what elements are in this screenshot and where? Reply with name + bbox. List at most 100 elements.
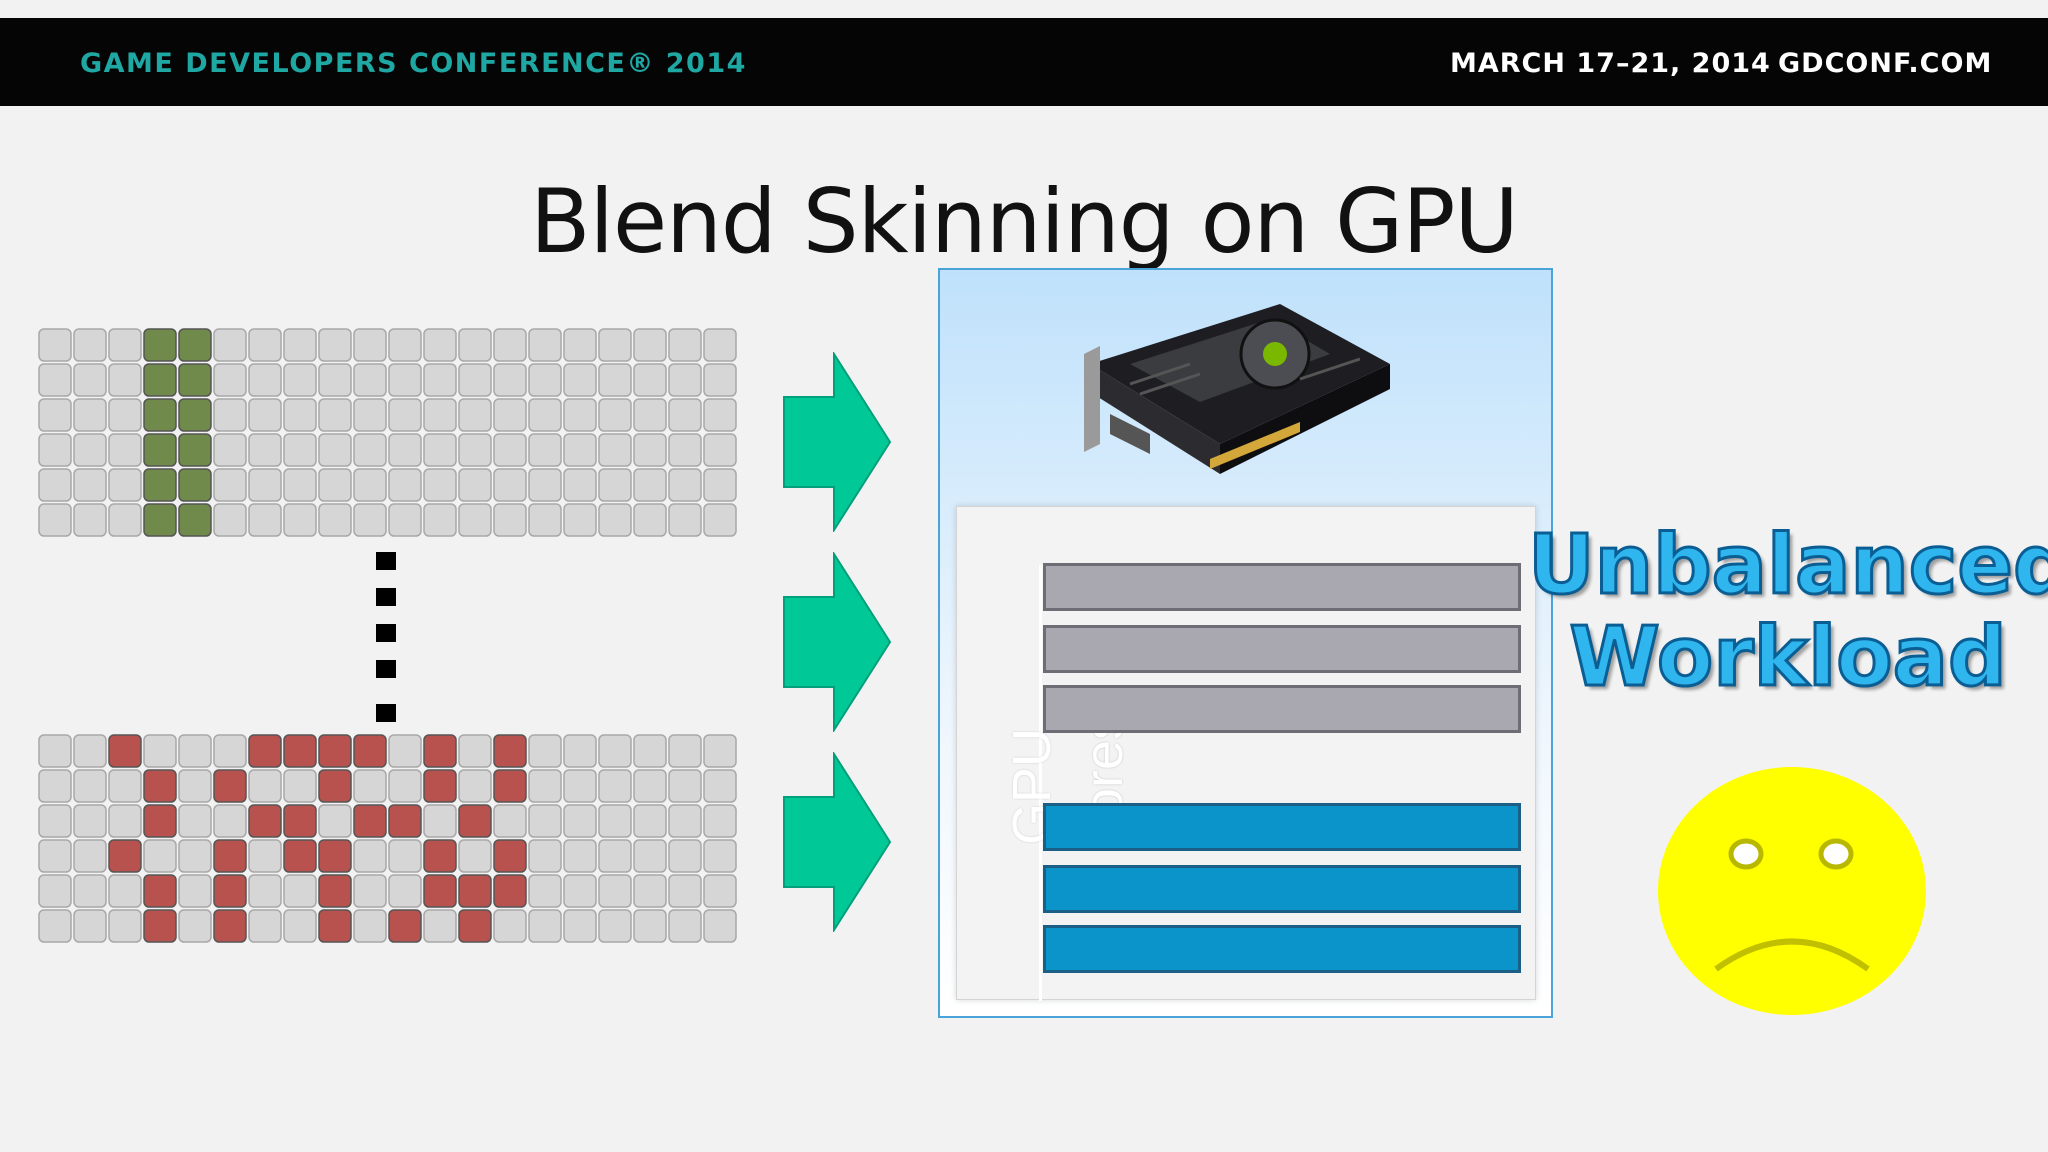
grid-cell [108, 468, 142, 502]
grid-cell [563, 839, 597, 873]
core-bar-idle [1043, 685, 1521, 733]
grid-cell [528, 468, 562, 502]
grid-cell [493, 909, 527, 943]
grid-cell [248, 734, 282, 768]
grid-cell [353, 734, 387, 768]
grid-cell [423, 363, 457, 397]
grid-cell [248, 433, 282, 467]
gpu-cores-panel: GPU cores [956, 506, 1536, 1001]
grid-cell [283, 363, 317, 397]
grid-cell [318, 804, 352, 838]
grid-cell [633, 503, 667, 537]
grid-cell [528, 433, 562, 467]
grid-cell [458, 839, 492, 873]
grid-cell [108, 363, 142, 397]
grid-cell [528, 804, 562, 838]
grid-cell [73, 874, 107, 908]
grid-cell [598, 769, 632, 803]
grid-cell [73, 398, 107, 432]
grid-cell [388, 734, 422, 768]
conference-website: GDCONF.COM [1778, 48, 1993, 79]
grid-cell [318, 363, 352, 397]
grid-cell [353, 328, 387, 362]
grid-cell [178, 804, 212, 838]
grid-cell [458, 804, 492, 838]
grid-cell [458, 433, 492, 467]
grid-cell [108, 769, 142, 803]
grid-cell [143, 433, 177, 467]
grid-cell [703, 503, 737, 537]
grid-cell [283, 734, 317, 768]
grid-cell [178, 839, 212, 873]
grid-cell [388, 328, 422, 362]
grid-cell [38, 468, 72, 502]
core-bar-idle [1043, 563, 1521, 611]
grid-cell [423, 874, 457, 908]
grid-cell [388, 433, 422, 467]
core-divider [1039, 565, 1042, 1001]
conference-dates: MARCH 17–21, 2014 [1450, 48, 1771, 79]
grid-cell [563, 468, 597, 502]
grid-cell [318, 909, 352, 943]
grid-cell [493, 363, 527, 397]
grid-cell [388, 468, 422, 502]
grid-cell [248, 874, 282, 908]
grid-cell [703, 328, 737, 362]
grid-cell [633, 769, 667, 803]
grid-cell [668, 909, 702, 943]
grid-cell [633, 328, 667, 362]
grid-cell [213, 433, 247, 467]
slide-title: Blend Skinning on GPU [530, 170, 1519, 273]
grid-cell [668, 398, 702, 432]
grid-cell [703, 433, 737, 467]
grid-cell [73, 734, 107, 768]
grid-cell [633, 734, 667, 768]
grid-cell [318, 433, 352, 467]
grid-cell [633, 398, 667, 432]
core-bar-busy [1043, 865, 1521, 913]
grid-cell [38, 769, 72, 803]
grid-cell [318, 398, 352, 432]
grid-cell [248, 769, 282, 803]
grid-cell [38, 804, 72, 838]
grid-cell [423, 804, 457, 838]
grid-cell [458, 363, 492, 397]
grid-cell [143, 804, 177, 838]
grid-cell [213, 363, 247, 397]
grid-cell [73, 363, 107, 397]
grid-cell [143, 398, 177, 432]
grid-cell [633, 909, 667, 943]
grid-cell [458, 468, 492, 502]
grid-cell [633, 433, 667, 467]
grid-cell [73, 804, 107, 838]
grid-cell [143, 734, 177, 768]
arrow-right-icon [783, 752, 892, 932]
grid-cell [493, 769, 527, 803]
grid-cell [318, 874, 352, 908]
grid-cell [213, 468, 247, 502]
grid-cell [143, 363, 177, 397]
ellipsis-dots [376, 552, 396, 722]
grid-cell [493, 328, 527, 362]
grid-cell [423, 433, 457, 467]
grid-cell [213, 909, 247, 943]
grid-cell [598, 503, 632, 537]
grid-cell [38, 328, 72, 362]
grid-cell [423, 468, 457, 502]
grid-cell [598, 433, 632, 467]
grid-cell [493, 433, 527, 467]
grid-cell [493, 468, 527, 502]
grid-cell [353, 363, 387, 397]
grid-cell [563, 909, 597, 943]
grid-cell [283, 909, 317, 943]
grid-cell [493, 839, 527, 873]
grid-cell [528, 503, 562, 537]
grid-cell [353, 769, 387, 803]
grid-cell [143, 874, 177, 908]
grid-cell [423, 734, 457, 768]
grid-cell [108, 804, 142, 838]
grid-cell [563, 398, 597, 432]
grid-cell [38, 433, 72, 467]
grid-cell [633, 874, 667, 908]
grid-cell [598, 909, 632, 943]
